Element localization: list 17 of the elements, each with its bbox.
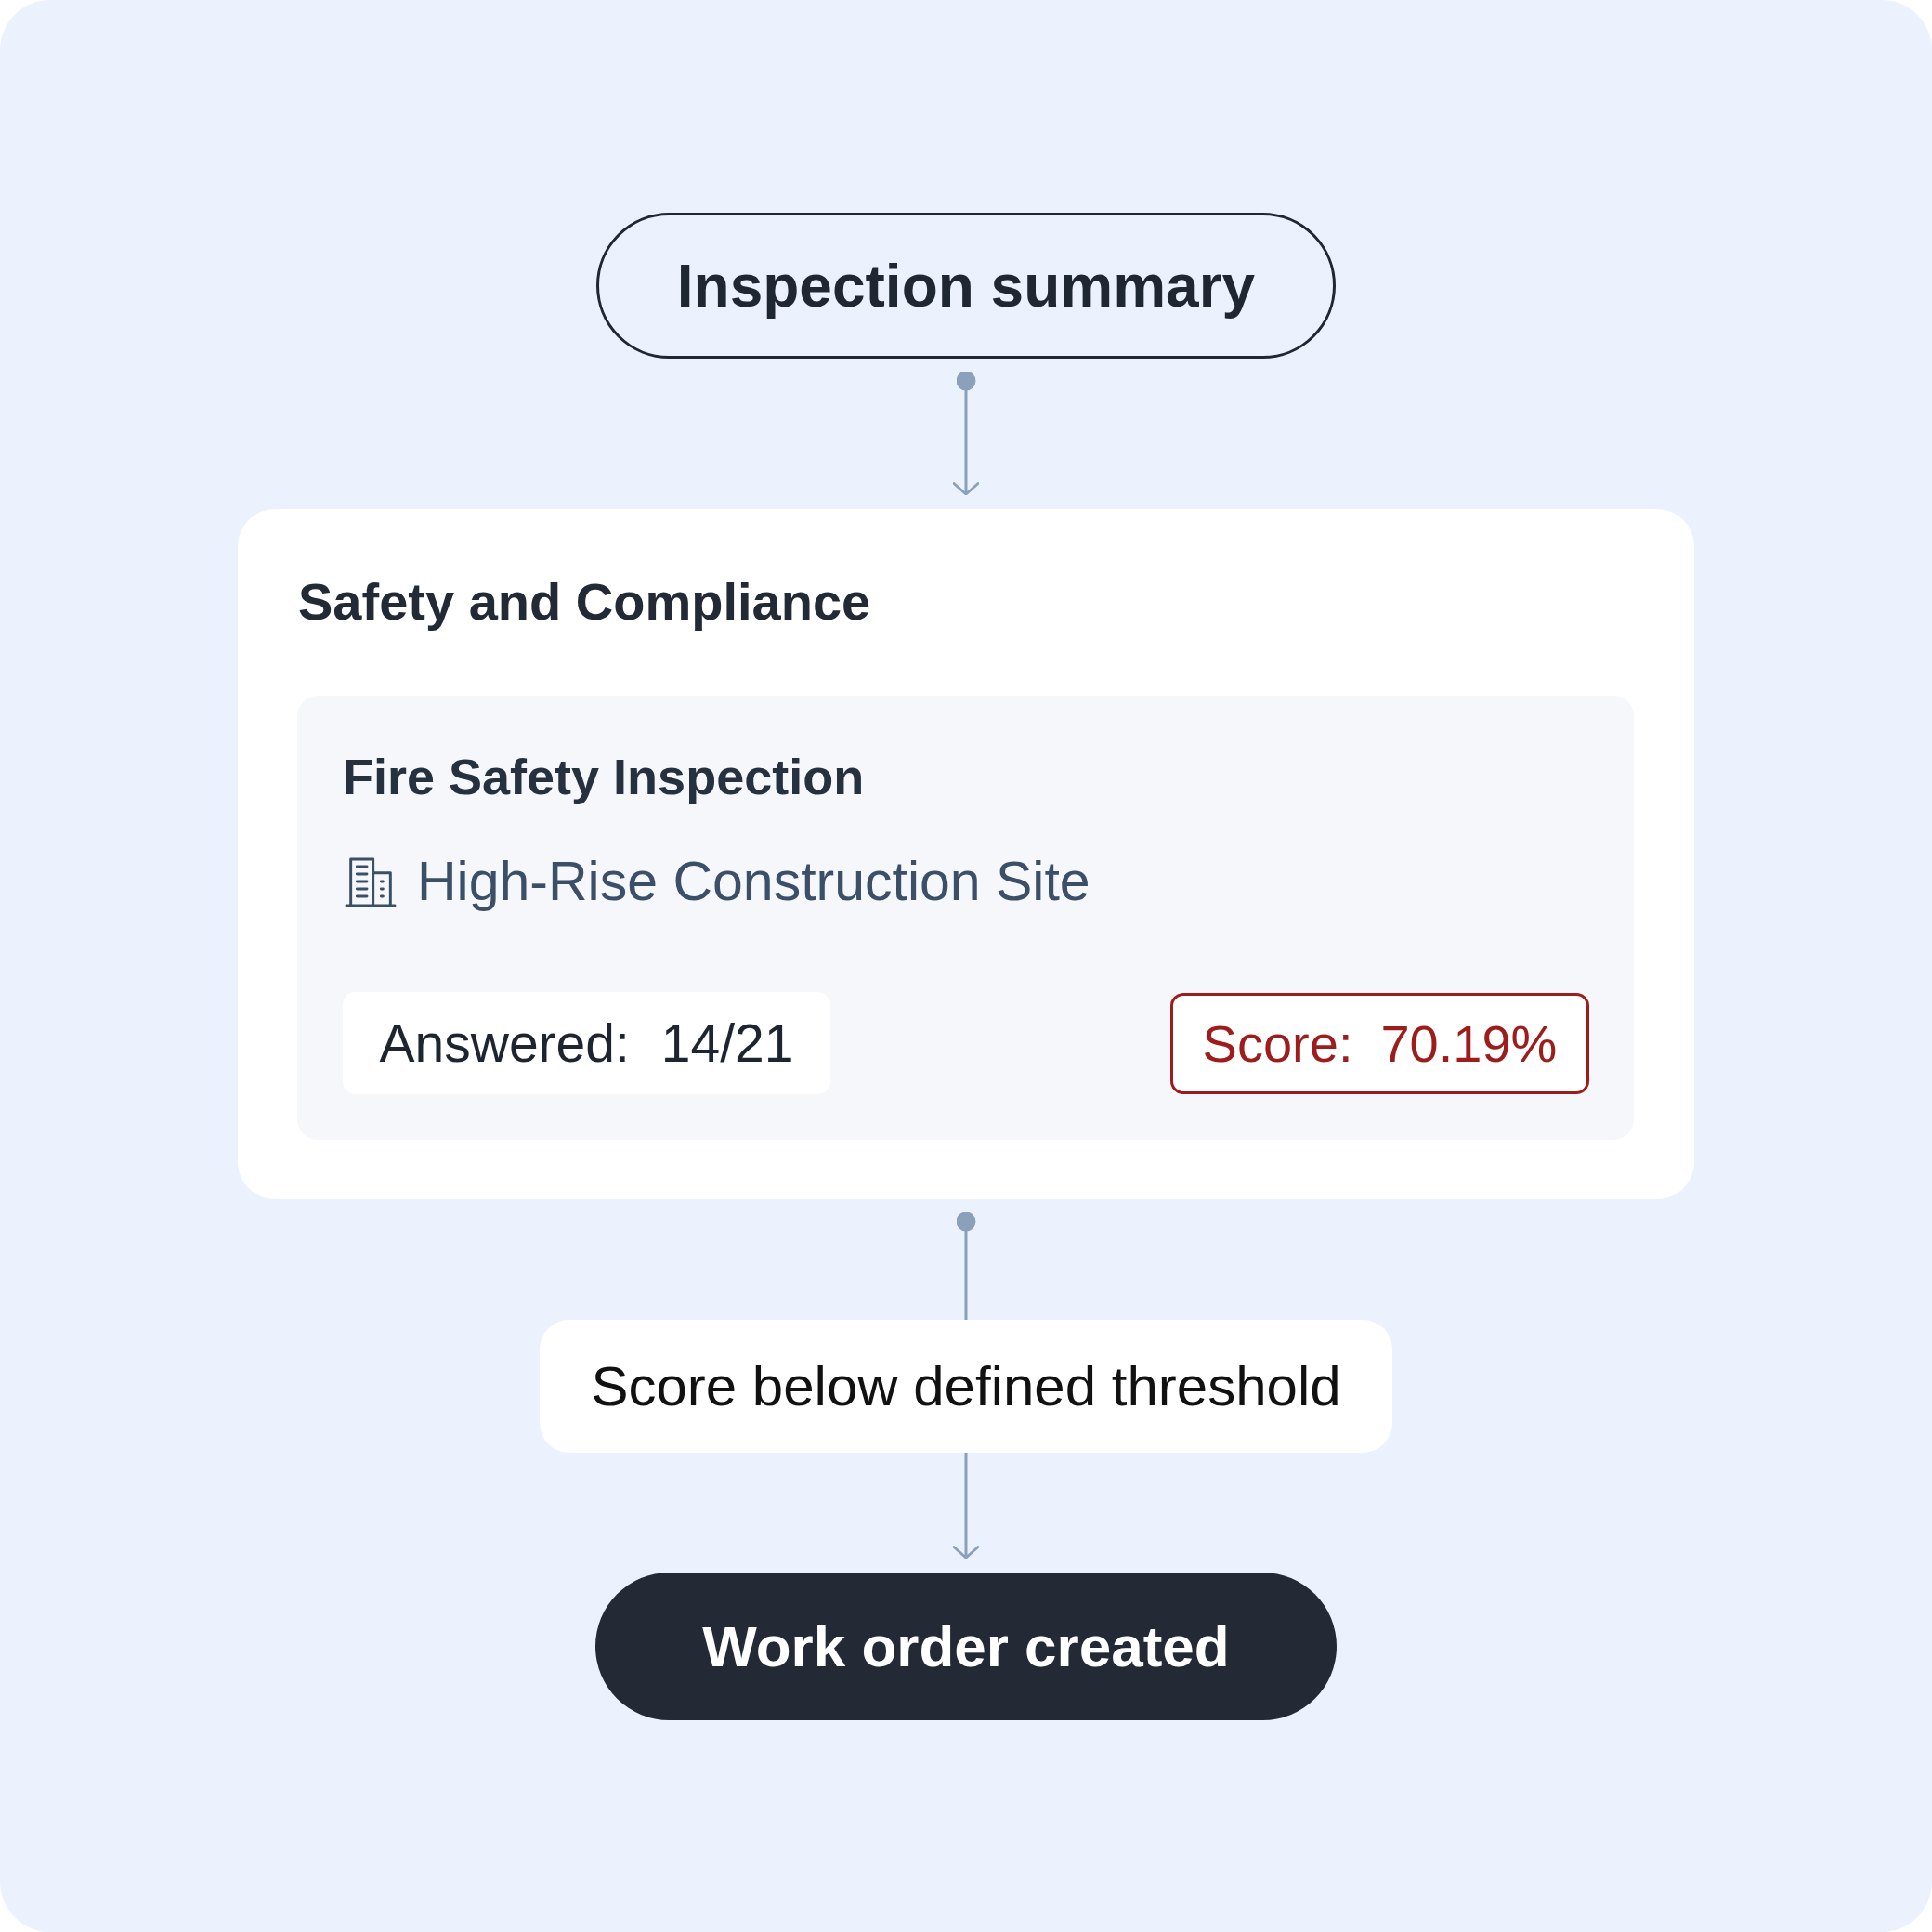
stat-value: 14/21: [660, 1012, 794, 1074]
section-card: [238, 509, 1694, 1199]
connector-line: [956, 1211, 976, 1320]
pill-label: Inspection summary: [676, 251, 1256, 320]
site-name: High-Rise Construction Site: [417, 852, 1090, 911]
section-heading: Safety and Compliance: [298, 572, 871, 632]
inspection-title: Fire Safety Inspection: [343, 748, 865, 806]
stat-label: Score:: [1202, 1013, 1353, 1074]
stat-value: 70.19%: [1380, 1013, 1558, 1074]
condition-text: Score below defined threshold: [591, 1354, 1341, 1418]
inspection-panel: [297, 696, 1634, 1140]
stat-label: Answered:: [379, 1012, 630, 1074]
condition-box: [540, 1320, 1392, 1453]
arrow: [952, 1453, 980, 1560]
score-stat: [1170, 993, 1589, 1094]
arrow: [952, 371, 980, 496]
pill-label: Work order created: [702, 1613, 1230, 1679]
